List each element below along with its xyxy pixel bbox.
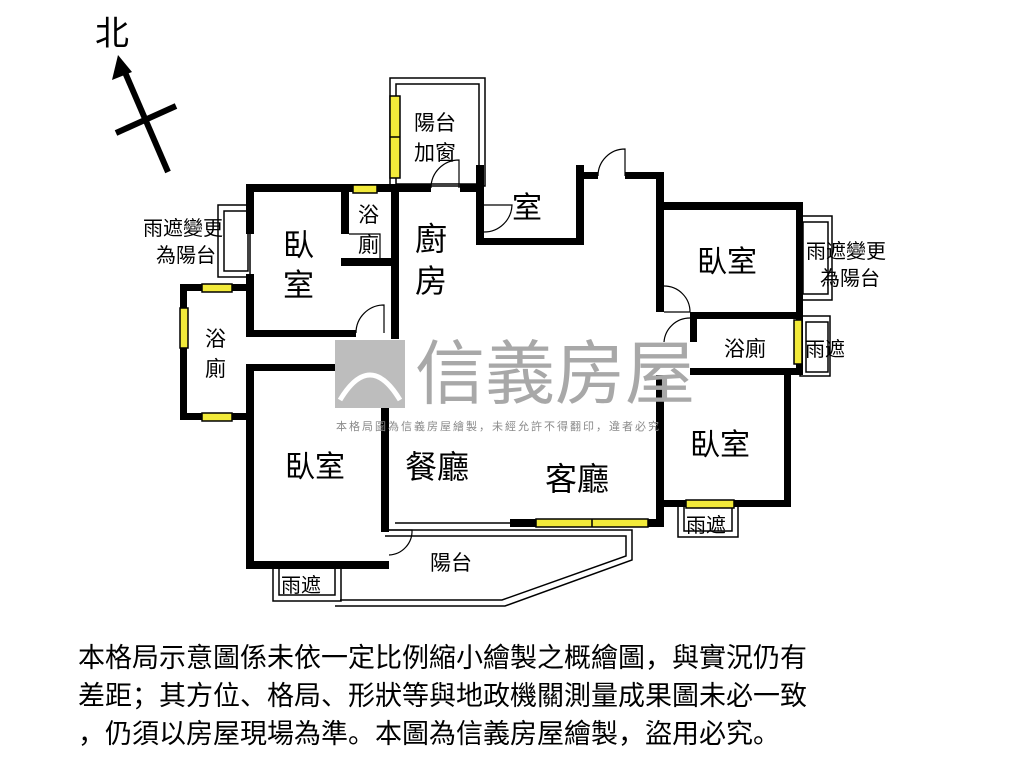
label-balcony: 陽台 bbox=[430, 551, 472, 575]
windows bbox=[179, 95, 803, 528]
label-balcony-window-1: 陽台 bbox=[414, 111, 456, 135]
label-bedroom-top-right: 臥室 bbox=[697, 245, 757, 280]
label-rain-cover-bottom-right: 雨遮 bbox=[686, 513, 726, 537]
label-rain-cover-left-2: 為陽台 bbox=[156, 243, 216, 267]
label-dining: 餐廳 bbox=[405, 448, 469, 486]
label-bath-right: 浴廁 bbox=[724, 337, 766, 361]
label-bedroom-top-left-1: 臥 bbox=[283, 228, 314, 264]
label-bath-left-1: 浴 bbox=[205, 327, 226, 351]
label-balcony-window-2: 加窗 bbox=[414, 141, 456, 165]
watermark: 信義房屋 本格局圖為信義房屋繪製，未經允許不得翻印，違者必究 bbox=[335, 333, 695, 433]
label-living: 客廳 bbox=[545, 460, 609, 498]
label-bedroom-bottom-left: 臥室 bbox=[285, 450, 345, 485]
disclaimer-line-3: ，仍須以房屋現場為準。本圖為信義房屋繪製，盜用必究。 bbox=[78, 719, 780, 750]
label-bedroom-bottom-right: 臥室 bbox=[690, 428, 750, 463]
label-kitchen-1: 廚 bbox=[415, 220, 447, 258]
watermark-notice: 本格局圖為信義房屋繪製，未經允許不得翻印，違者必究 bbox=[336, 419, 661, 433]
north-label: 北 bbox=[95, 14, 129, 54]
label-rain-cover-mid-right: 雨遮 bbox=[805, 337, 845, 361]
label-rain-cover-right-2: 為陽台 bbox=[820, 266, 880, 290]
label-bath-top-2: 廁 bbox=[358, 233, 379, 257]
label-bedroom-top-left-2: 室 bbox=[283, 268, 314, 304]
north-arrow-icon bbox=[112, 55, 132, 80]
room-labels: 陽台 加窗 室 廚 房 浴 廁 臥 室 雨遮變更 為陽台 浴 廁 餐廳 客廳 臥… bbox=[143, 111, 886, 597]
outlines bbox=[217, 77, 833, 607]
watermark-brand: 信義房屋 bbox=[415, 333, 695, 415]
label-rain-cover-bottom-left: 雨遮 bbox=[281, 573, 321, 597]
disclaimer-line-2: 差距；其方位、格局、形狀等與地政機關測量成果圖未必一致 bbox=[78, 681, 807, 712]
label-bath-top-1: 浴 bbox=[358, 203, 379, 227]
label-rain-cover-right-1: 雨遮變更 bbox=[806, 239, 886, 263]
label-rain-cover-left-1: 雨遮變更 bbox=[143, 216, 223, 240]
label-storage: 室 bbox=[512, 191, 542, 226]
disclaimer-line-1: 本格局示意圖係未依一定比例縮小繪製之概繪圖，與實況仍有 bbox=[78, 643, 807, 674]
compass: 北 bbox=[95, 14, 178, 174]
label-kitchen-2: 房 bbox=[415, 262, 447, 300]
label-bath-left-2: 廁 bbox=[205, 357, 226, 381]
